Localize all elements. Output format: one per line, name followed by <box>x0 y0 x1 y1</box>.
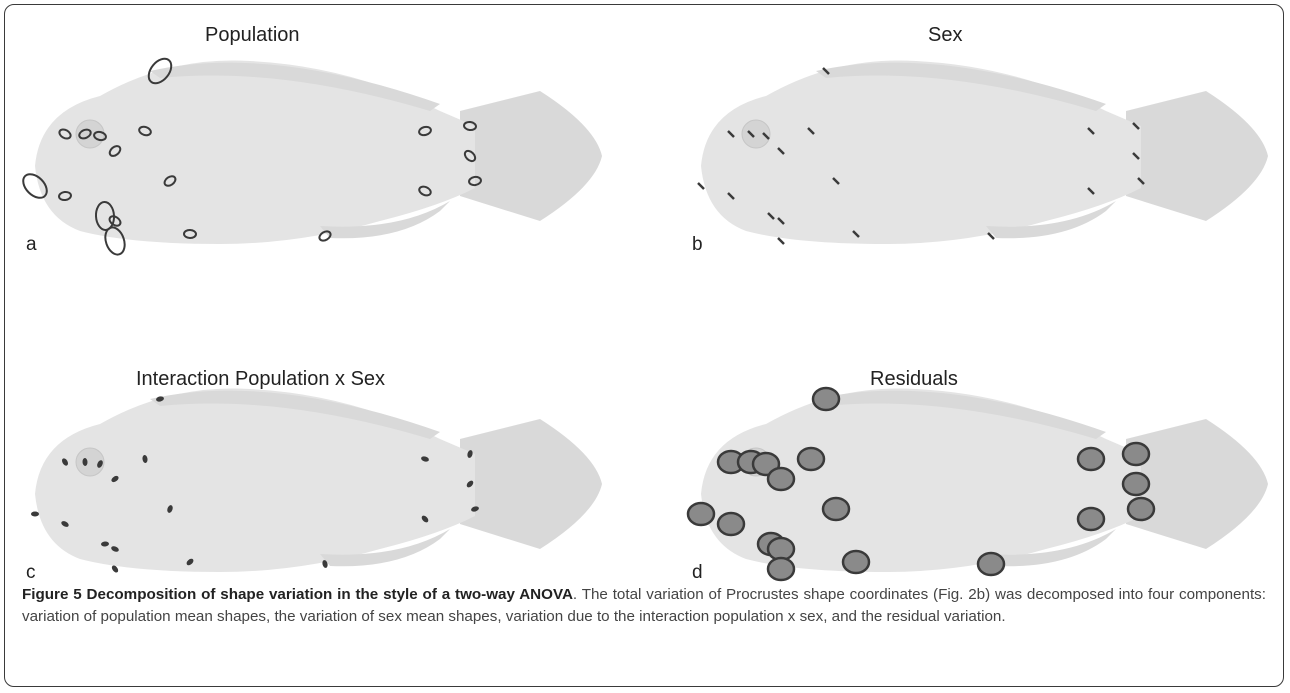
fish-drawing <box>20 290 640 590</box>
landmark-mark <box>1078 508 1104 530</box>
fish-silhouette <box>35 388 602 572</box>
landmark-mark <box>768 558 794 580</box>
landmark-mark <box>768 538 794 560</box>
landmark-mark <box>798 448 824 470</box>
landmark-mark <box>698 183 704 189</box>
caption-label: Figure 5 <box>22 586 82 603</box>
panel-residuals: Residuals d <box>686 290 1290 590</box>
landmark-mark <box>1128 498 1154 520</box>
landmark-mark <box>978 553 1004 575</box>
panel-title: Sex <box>928 24 962 47</box>
landmark-mark <box>1078 448 1104 470</box>
landmark-mark <box>823 498 849 520</box>
fish-drawing <box>686 290 1290 590</box>
panel-letter: b <box>692 234 703 256</box>
fish-body <box>701 60 1141 244</box>
fish-drawing <box>686 16 1290 316</box>
landmark-mark <box>813 388 839 410</box>
landmark-mark <box>718 513 744 535</box>
panel-population: Population a <box>20 16 660 316</box>
panel-sex: Sex b <box>686 16 1290 316</box>
panel-title: Interaction Population x Sex <box>136 368 385 391</box>
landmark-mark <box>768 468 794 490</box>
tail-fin <box>460 419 602 549</box>
landmark-mark <box>688 503 714 525</box>
panel-interaction: Interaction Population x Sex c <box>20 290 660 590</box>
fish-silhouette <box>701 60 1268 244</box>
landmark-mark <box>31 512 39 517</box>
fish-body <box>35 388 475 572</box>
panel-title: Residuals <box>870 368 958 391</box>
landmark-mark <box>843 551 869 573</box>
panel-letter: d <box>692 562 703 584</box>
landmark-mark <box>778 238 784 244</box>
panel-letter: c <box>26 562 36 584</box>
landmark-mark <box>1123 473 1149 495</box>
caption-heading: Decomposition of shape variation in the … <box>87 586 573 603</box>
panel-letter: a <box>26 234 37 256</box>
tail-fin <box>460 91 602 221</box>
figure-caption: Figure 5 Decomposition of shape variatio… <box>22 584 1266 628</box>
fish-eye <box>742 120 770 148</box>
fish-body <box>35 60 475 244</box>
panel-title: Population <box>205 24 300 47</box>
landmark-mark <box>1123 443 1149 465</box>
tail-fin <box>1126 91 1268 221</box>
fish-drawing <box>20 16 640 316</box>
